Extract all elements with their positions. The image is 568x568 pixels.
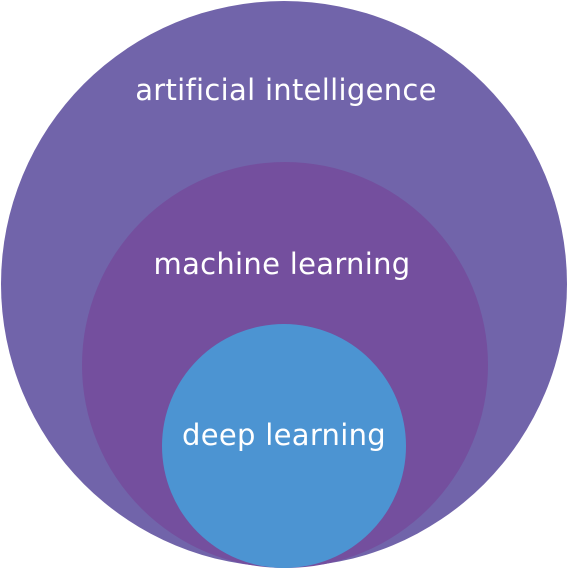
deep-learning-label: deep learning (182, 418, 386, 452)
artificial-intelligence-label: artificial intelligence (135, 73, 437, 107)
machine-learning-label: machine learning (154, 247, 411, 281)
deep-learning-circle (162, 324, 406, 568)
